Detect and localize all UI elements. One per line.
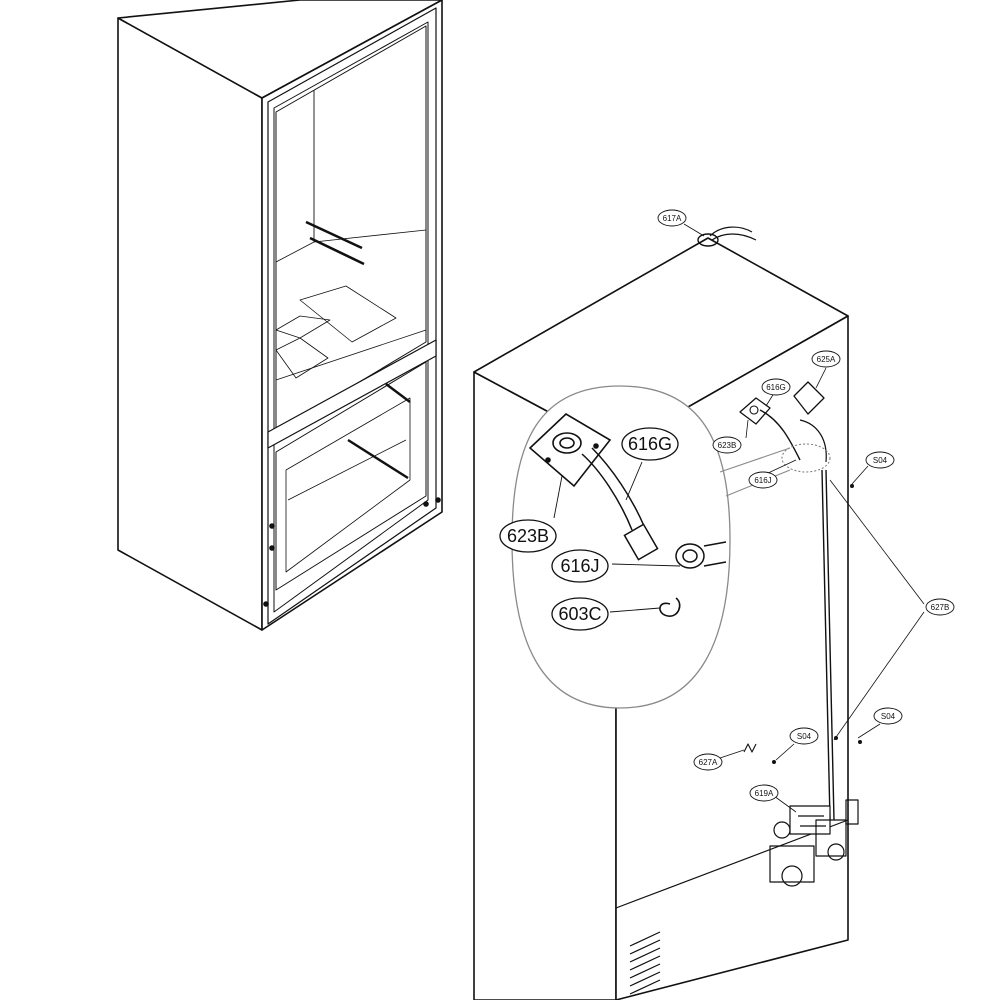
callout-617A: 617A — [657, 209, 687, 227]
zoom-clip-603C — [659, 597, 681, 617]
callout-616G: 616G — [621, 427, 679, 461]
svg-text:625A: 625A — [817, 355, 836, 364]
callout-616G-small: 616G — [761, 378, 791, 396]
callout-619A: 619A — [749, 784, 779, 802]
svg-text:616J: 616J — [560, 556, 599, 576]
svg-text:617A: 617A — [663, 214, 682, 223]
svg-text:616G: 616G — [766, 383, 786, 392]
callout-623B-small: 623B — [712, 436, 742, 454]
zoom-elbow-616J — [675, 541, 727, 569]
callout-623B: 623B — [499, 519, 557, 553]
svg-text:603C: 603C — [558, 604, 601, 624]
callout-627A: 627A — [693, 753, 723, 771]
callout-616J-small: 616J — [748, 471, 778, 489]
callout-603C: 603C — [551, 597, 609, 631]
zoom-fitting-623B — [528, 413, 612, 488]
callout-S04-left: S04 — [789, 727, 819, 745]
leader-lines — [683, 223, 925, 813]
svg-text:S04: S04 — [873, 456, 888, 465]
screws — [772, 484, 862, 764]
callout-S04-right: S04 — [873, 707, 903, 725]
zoom-tube-616G — [581, 447, 659, 561]
svg-text:S04: S04 — [881, 712, 896, 721]
callout-627B: 627B — [925, 598, 955, 616]
svg-text:627A: 627A — [699, 758, 718, 767]
svg-text:627B: 627B — [931, 603, 950, 612]
svg-text:616G: 616G — [628, 434, 672, 454]
refrigerator-cabinet-front — [117, 0, 443, 631]
svg-text:619A: 619A — [755, 789, 774, 798]
callout-616J: 616J — [551, 549, 609, 583]
svg-text:623B: 623B — [507, 526, 549, 546]
callout-625A: 625A — [811, 350, 841, 368]
svg-text:623B: 623B — [718, 441, 737, 450]
svg-text:S04: S04 — [797, 732, 812, 741]
callout-S04-top: S04 — [865, 451, 895, 469]
water-valve — [769, 799, 859, 887]
rear-vent-grille — [629, 931, 661, 995]
svg-text:616J: 616J — [754, 476, 771, 485]
